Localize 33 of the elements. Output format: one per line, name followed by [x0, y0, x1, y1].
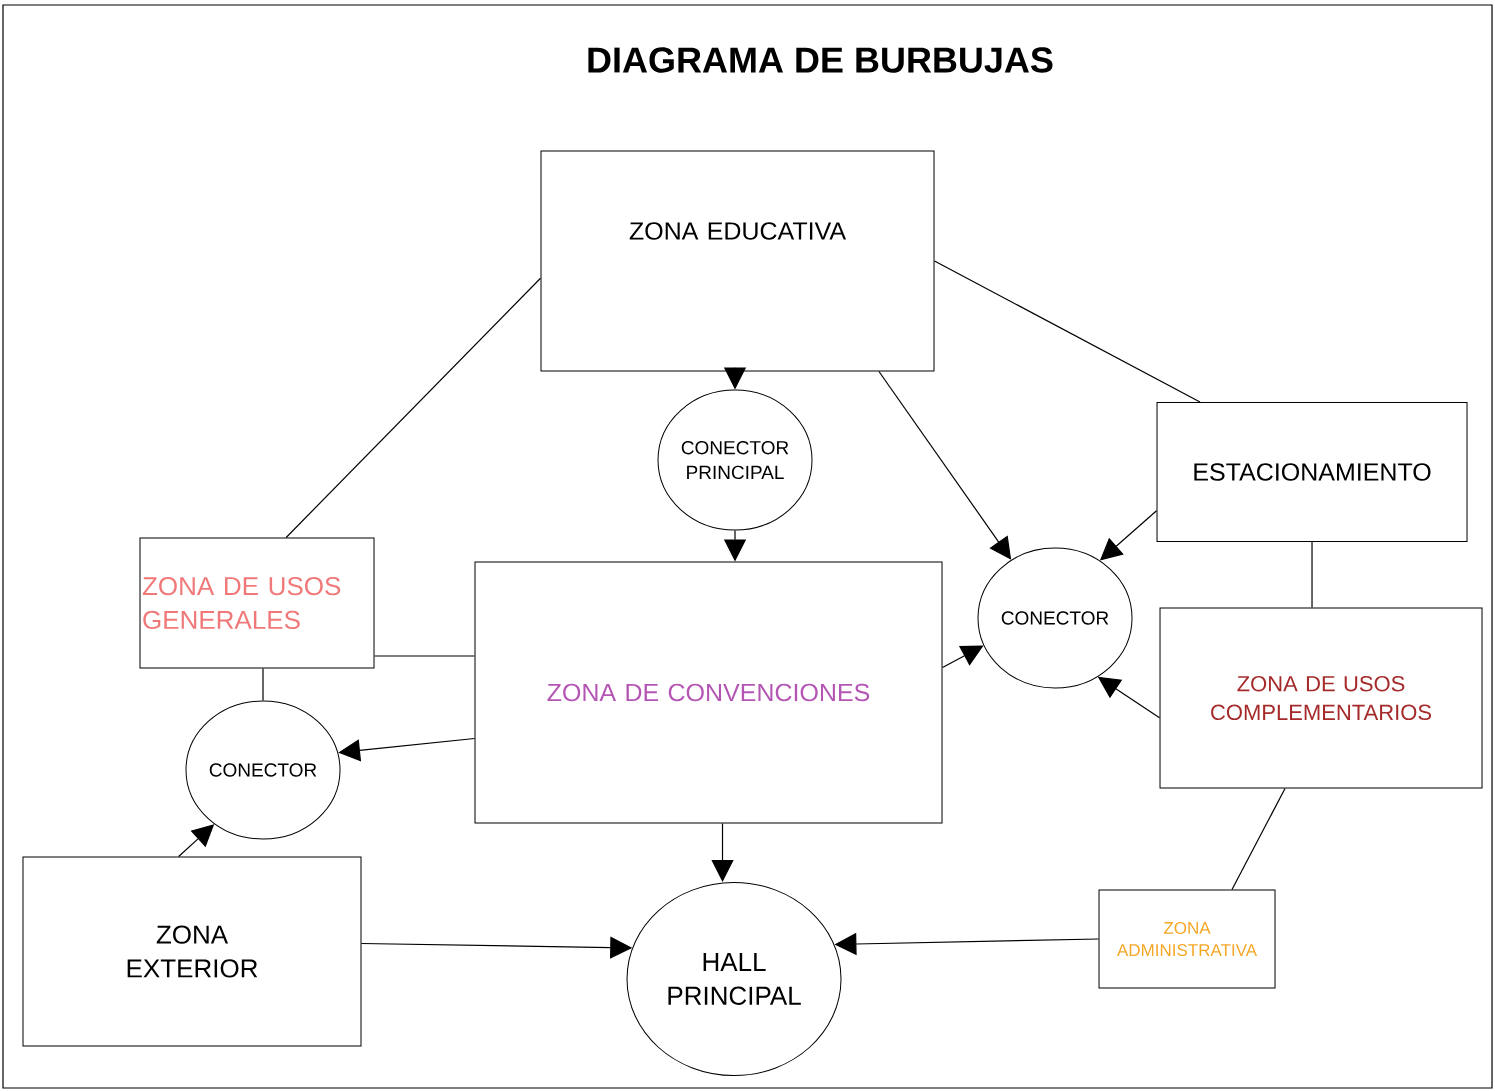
- zone-box: [22, 856, 362, 1047]
- zone-label: CONECTOR: [1001, 611, 1109, 625]
- title: DIAGRAMA DE BURBUJAS: [588, 47, 1053, 73]
- arrow: [941, 645, 984, 669]
- zone-label: HALL PRINCIPAL: [668, 953, 801, 1005]
- arrow: [338, 737, 476, 762]
- connector-circle: [977, 547, 1133, 689]
- connector-line: [1311, 541, 1313, 609]
- zone-label: CONECTOR: [209, 763, 317, 777]
- connector-line: [1231, 787, 1286, 891]
- zone-label: ZONA DE CONVENCIONES: [547, 683, 870, 702]
- zone-label: ZONA EDUCATIVA: [629, 222, 847, 240]
- zone-box: [474, 561, 943, 824]
- connector-circle: [185, 700, 341, 840]
- zone-box: [1156, 402, 1468, 542]
- zone-label: ESTACIONAMIENTO: [1194, 463, 1431, 481]
- connector-line: [933, 260, 1201, 403]
- zone-box: [139, 537, 375, 669]
- connector-circle: [657, 389, 813, 531]
- connector-line: [373, 655, 476, 657]
- zone-box: [1159, 607, 1483, 789]
- zone-label: ZONA ADMINISTRATIVA: [1117, 921, 1258, 957]
- zone-label: CONECTOR PRINCIPAL: [681, 440, 789, 480]
- hall-circle: [626, 882, 842, 1076]
- zone-box: [1098, 889, 1276, 989]
- zone-box: [540, 150, 935, 372]
- zone-label: ZONA DE USOS COMPLEMENTARIOS: [1211, 675, 1432, 721]
- connector-line: [262, 667, 264, 702]
- arrow: [878, 370, 1012, 560]
- zone-label: ZONA DE USOS GENERALES: [142, 576, 341, 630]
- zone-label: ZONA EXTERIOR: [127, 925, 258, 978]
- arrow: [711, 822, 734, 882]
- connector-line: [285, 277, 542, 539]
